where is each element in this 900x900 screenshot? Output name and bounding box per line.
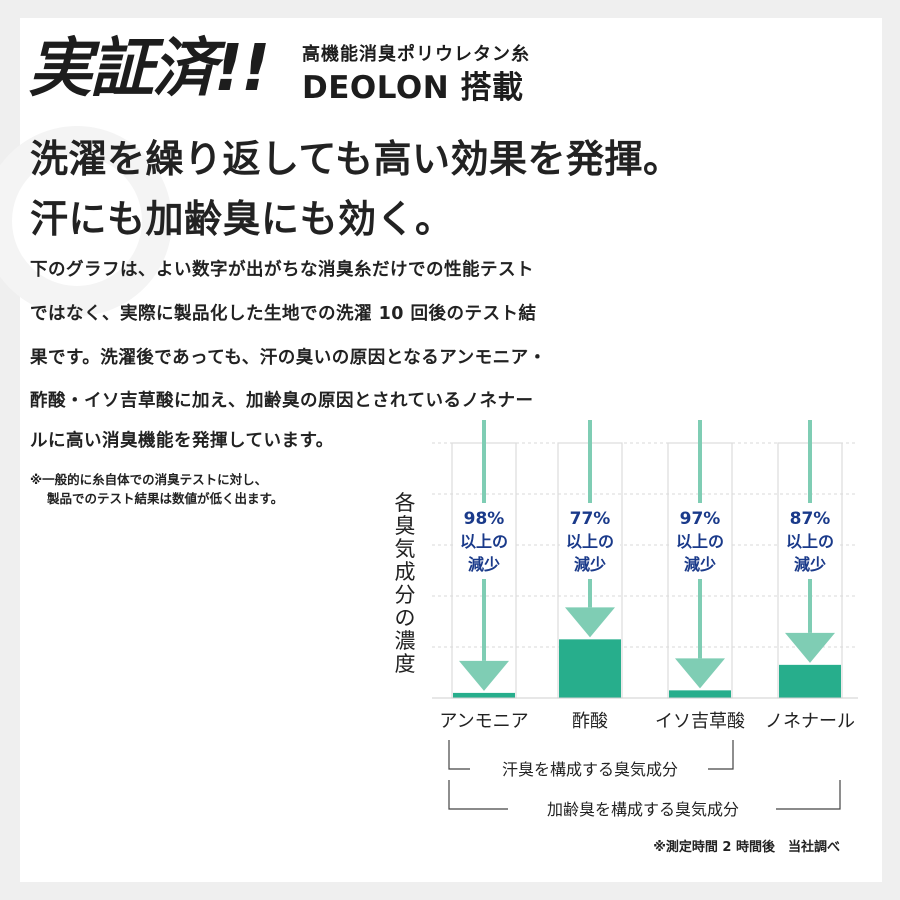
note-line-1: ※一般的に糸自体での消臭テストに対し、 (30, 472, 268, 487)
bar-remaining (669, 690, 731, 698)
bracket-aging-right (776, 780, 841, 810)
category-label: イソ吉草酸 (655, 711, 745, 732)
bracket-sweat-label: 汗臭を構成する臭気成分 (502, 760, 678, 779)
body-line-3: 果です。洗濯後であっても、汗の臭いの原因となるアンモニア・ (30, 348, 547, 368)
note-line-2: 製品でのテスト結果は数値が低く出ます。 (47, 491, 284, 506)
reduction-suffix-label: 以上の (566, 532, 614, 551)
bar-remaining (779, 664, 841, 698)
reduction-suffix-label: 減少 (794, 555, 826, 574)
body-line-4: 酢酸・イソ吉草酸に加え、加齢臭の原因とされているノネナー (30, 391, 534, 411)
reduction-suffix-label: 減少 (468, 555, 500, 574)
reduction-suffix-label: 以上の (676, 532, 724, 551)
bracket-sweat-right (708, 740, 734, 770)
ad-card (0, 18, 882, 882)
reduction-label-bg (670, 503, 730, 579)
y-axis-label-char: 分 (395, 583, 416, 607)
reduction-arrow-head (565, 607, 615, 638)
bar-remaining (453, 692, 515, 698)
brand-name: DEOLON 搭載 (302, 70, 524, 106)
verified-badge: 実証済!! (28, 32, 270, 106)
y-axis-label-char: 臭 (395, 514, 416, 538)
reduction-percent-label: 87% (790, 509, 831, 529)
reduction-suffix-label: 以上の (786, 532, 834, 551)
bracket-sweat-left (448, 740, 470, 770)
reduction-label-bg (454, 503, 514, 579)
watermark-logo (0, 126, 172, 316)
reduction-arrow-head (459, 660, 509, 691)
reduction-arrow-head (785, 632, 835, 663)
reduction-label-bg (780, 503, 840, 579)
reduction-percent-label: 97% (680, 509, 721, 529)
bar-remaining (559, 639, 621, 698)
category-label: ノネナール (765, 711, 855, 732)
y-axis-label-char: 度 (395, 652, 416, 676)
y-axis-label-char: 濃 (395, 629, 416, 653)
y-axis-label-char: 気 (395, 537, 416, 561)
bracket-aging-left (448, 780, 508, 810)
reduction-suffix-label: 減少 (574, 555, 606, 574)
body-line-2: ではなく、実際に製品化した生地での洗濯 10 回後のテスト結 (30, 304, 537, 324)
reduction-percent-label: 98% (464, 509, 505, 529)
category-label: アンモニア (439, 711, 528, 732)
y-axis-label-char: の (395, 606, 416, 630)
headline-line-2: 汗にも加齢臭にも効く。 (30, 197, 454, 241)
reduction-arrow-head (675, 658, 725, 689)
reduction-suffix-label: 減少 (684, 555, 716, 574)
reduction-percent-label: 77% (570, 509, 611, 529)
y-axis-label-char: 各 (395, 491, 416, 515)
product-subtitle: 高機能消臭ポリウレタン糸 (302, 44, 530, 65)
reduction-label-bg (560, 503, 620, 579)
category-label: 酢酸 (572, 711, 608, 732)
y-axis-label-char: 成 (395, 560, 416, 584)
headline-line-1: 洗濯を繰り返しても高い効果を発揮。 (30, 137, 682, 181)
reduction-suffix-label: 以上の (460, 532, 508, 551)
body-line-5: ルに高い消臭機能を発揮しています。 (30, 431, 334, 451)
chart-footnote: ※測定時間 2 時間後 当社調べ (653, 839, 840, 855)
bracket-aging-label: 加齢臭を構成する臭気成分 (547, 800, 739, 819)
body-line-1: 下のグラフは、よい数字が出がちな消臭糸だけでの性能テスト (30, 260, 534, 280)
